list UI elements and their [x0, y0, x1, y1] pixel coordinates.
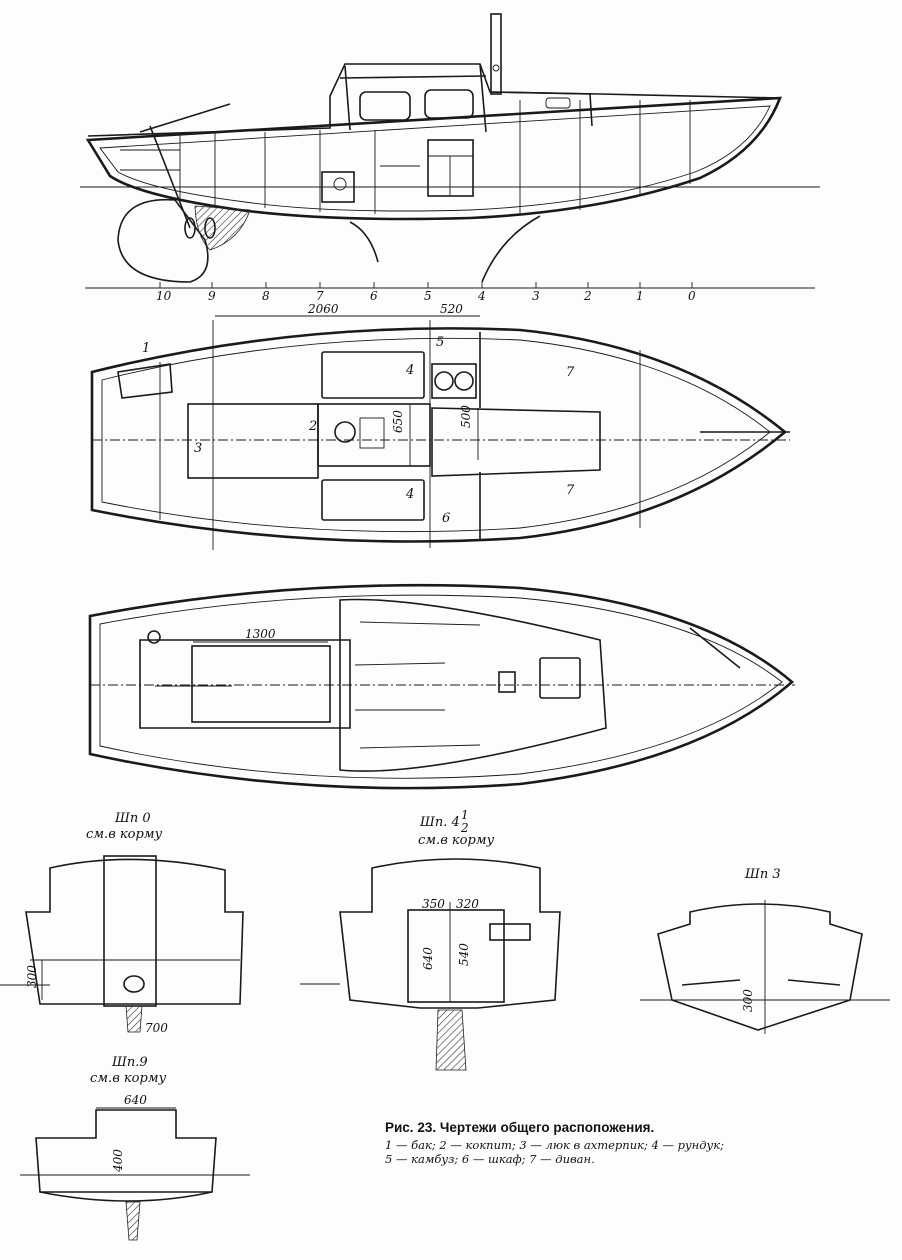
hull-profile: [85, 96, 782, 221]
engine-plan: [334, 421, 356, 443]
tiller: [139, 103, 231, 133]
s45-dim-540: 540: [457, 943, 471, 966]
frame-number: 3: [532, 289, 540, 303]
section-frame-4-5: [300, 858, 561, 1071]
s9-dim-640: 640: [124, 1093, 147, 1107]
rudder: [117, 198, 209, 283]
caption-legend: 1 — бак; 2 — кокпит; 3 — люк в ахтерпик;…: [385, 1138, 724, 1166]
frame-number: 4: [477, 289, 486, 303]
dim-650: 650: [391, 410, 405, 433]
frame-number: 8: [262, 289, 270, 303]
plan-label-7b: 7: [566, 483, 575, 498]
mast: [490, 13, 502, 95]
locker: [321, 351, 425, 399]
frame-number: 6: [370, 289, 378, 303]
dim-500: 500: [459, 405, 473, 428]
frame-number: 0: [688, 289, 696, 303]
cockpit: [187, 403, 319, 479]
section-45-title: Шп. 4: [419, 815, 460, 830]
plan-label-5: 5: [436, 335, 444, 350]
dim-520: 520: [440, 302, 463, 316]
frame-number: 9: [208, 289, 216, 303]
section-frame-3: [640, 900, 890, 1034]
s3-dim-300: 300: [741, 989, 755, 1012]
section-45-subtitle: см.в корму: [418, 833, 495, 848]
cockpit-well: [191, 645, 331, 723]
s45-dim-320: 320: [456, 897, 479, 911]
engine: [321, 171, 355, 203]
galley-cabinet: [427, 139, 474, 197]
plan-label-1: 1: [142, 341, 150, 356]
figure-caption: Рис. 23. Чертежи общего распопожения. 1 …: [385, 1120, 725, 1166]
profile-view: [80, 13, 820, 283]
cabin-window: [359, 91, 411, 121]
section-9-subtitle: см.в корму: [90, 1071, 167, 1086]
section-45-frac-num: 1: [461, 808, 469, 822]
cabin-window: [424, 89, 474, 119]
companionway: [103, 855, 157, 1007]
frame-number: 1: [636, 289, 644, 303]
text-labels: 2060 520 650 500 1 2 3 4 4 5 6 7 7 1300 …: [25, 302, 781, 1173]
s9-dim-400: 400: [111, 1149, 125, 1173]
frame-number: 10: [156, 289, 172, 303]
keel-section: [435, 1009, 467, 1071]
section-3-title: Шп 3: [744, 867, 781, 882]
frame-number: 5: [424, 289, 432, 303]
berth: [431, 407, 601, 477]
plan-view: [90, 315, 790, 550]
section-frame-0: [0, 855, 244, 1033]
hull-plan: [90, 327, 788, 543]
hatch-small: [498, 671, 516, 693]
plan-label-4a: 4: [405, 363, 414, 378]
s45-dim-350: 350: [422, 897, 445, 911]
anchor: [689, 627, 741, 669]
plan-label-6: 6: [442, 511, 450, 526]
forepeak-box: [117, 363, 173, 399]
plan-label-4b: 4: [405, 487, 414, 502]
galley-stove: [431, 363, 477, 399]
deck-plan: [88, 583, 795, 790]
hatch: [539, 657, 581, 699]
skeg: [194, 205, 251, 251]
locker: [321, 479, 425, 521]
section-9-title: Шп.9: [111, 1055, 148, 1070]
section-frame-9: [20, 1107, 250, 1241]
dim-1300: 1300: [245, 627, 276, 641]
frame-number: 2: [583, 289, 592, 303]
s45-dim-640: 640: [421, 947, 435, 970]
keel-outline-fwd: [481, 215, 541, 283]
plan-label-2: 2: [308, 419, 317, 434]
dim-2060: 2060: [307, 302, 339, 316]
section-0-subtitle: см.в корму: [86, 827, 163, 842]
plan-label-7a: 7: [566, 365, 575, 380]
hull-deck: [88, 583, 794, 790]
section-0-title: Шп 0: [114, 811, 151, 826]
s0-dim-300: 300: [25, 965, 39, 988]
keel-outline: [349, 221, 379, 263]
propeller: [184, 217, 196, 239]
section-45-frac-den: 2: [460, 821, 469, 835]
plan-label-3: 3: [194, 441, 202, 456]
caption-title: Рис. 23. Чертежи общего распопожения.: [385, 1120, 655, 1135]
frame-number: 7: [316, 289, 324, 303]
cabin-top: [339, 598, 607, 772]
s0-dim-700: 700: [145, 1021, 168, 1035]
